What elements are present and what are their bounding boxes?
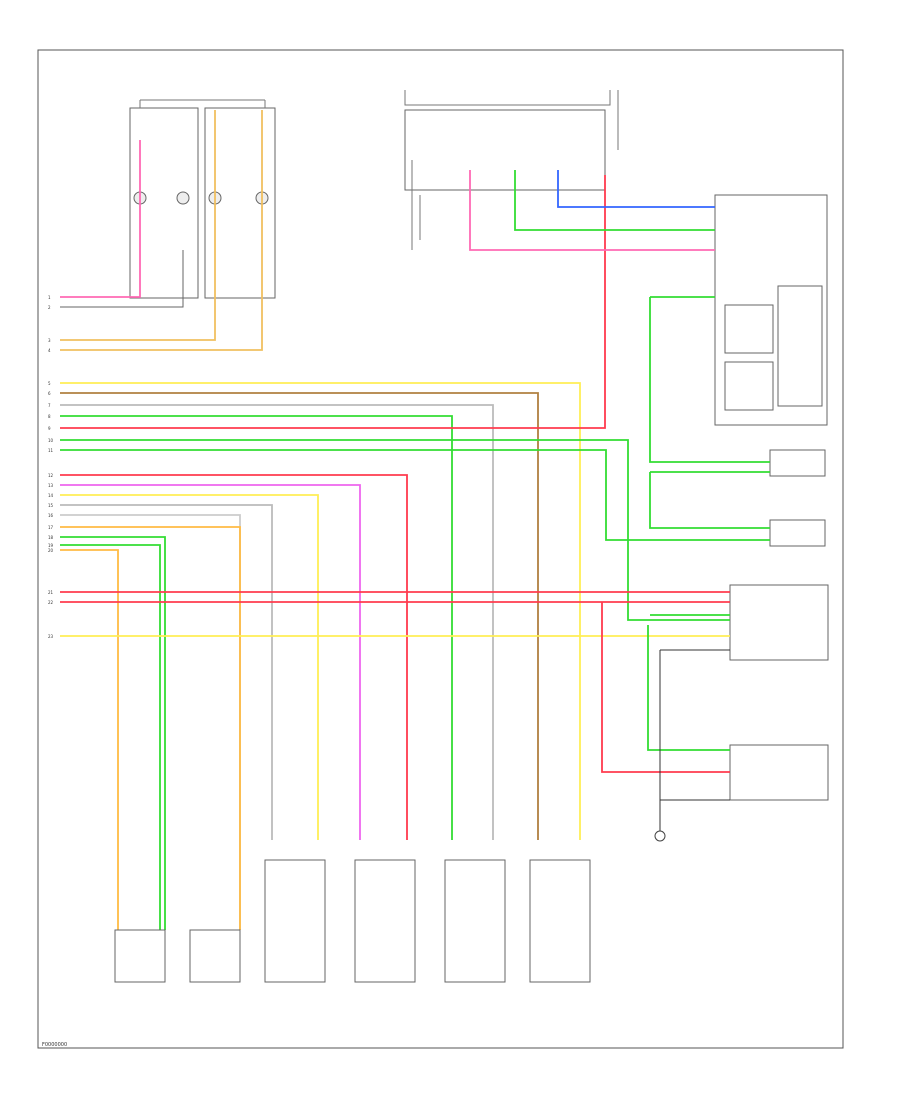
- cluster-sub-box-3: [777, 285, 823, 407]
- pin-label: 4: [48, 348, 51, 353]
- pin-label: 2: [48, 305, 51, 310]
- bottom-modules: [114, 859, 591, 983]
- driver-belt-pretensioner-box: [114, 929, 166, 983]
- pin-label: 21: [48, 590, 54, 595]
- connector-box-1: [769, 449, 826, 477]
- right-side-curtain-box: [444, 859, 506, 983]
- pin-label: 6: [48, 391, 51, 396]
- pin-label: 8: [48, 414, 51, 419]
- occupant-sensor-group: [404, 90, 619, 250]
- passenger-retractor-box: [264, 859, 326, 983]
- left-side-curtain-box: [529, 859, 591, 983]
- pin-label: 12: [48, 473, 54, 478]
- pin-label: 22: [48, 600, 54, 605]
- pin-label: 10: [48, 438, 54, 443]
- pin-label: 11: [48, 448, 54, 453]
- pin-label: 20: [48, 548, 54, 553]
- pin-label: 19: [48, 543, 54, 548]
- cluster-sub-box-2: [724, 361, 774, 411]
- pin-label: 23: [48, 634, 54, 639]
- seatbelt-switch-module-group: [129, 99, 276, 299]
- pin-label: 5: [48, 381, 51, 386]
- resistor-icon: [176, 191, 190, 205]
- diagram-code: F0000000: [42, 1042, 67, 1048]
- cluster-sub-box-1: [724, 304, 774, 354]
- pin-label: 1: [48, 295, 51, 300]
- pin-label: 18: [48, 535, 54, 540]
- right-modules: [654, 194, 829, 842]
- pin-label: 9: [48, 426, 51, 431]
- pin-label: 13: [48, 483, 54, 488]
- pin-label: 14: [48, 493, 54, 498]
- connector-box-2: [769, 519, 826, 547]
- side-impact-sensor-box: [729, 744, 829, 801]
- pin-label: 15: [48, 503, 54, 508]
- passenger-belt-pretensioner-box: [189, 929, 241, 983]
- restraints-control-module-box: [729, 584, 829, 661]
- pin-label: 17: [48, 525, 54, 530]
- pin-label: 16: [48, 513, 54, 518]
- pin-label: 3: [48, 338, 51, 343]
- pin-label: 7: [48, 403, 51, 408]
- occupant-sensor-box: [404, 109, 606, 191]
- ground-icon: [654, 830, 666, 842]
- wire-harness: [60, 110, 770, 930]
- pin-labels: 1 2 3 4 5 6 7 8 9 10 11 12 13 14 15 16 1…: [48, 295, 54, 639]
- driver-retractor-box: [354, 859, 416, 983]
- diagram-frame: [37, 49, 844, 1049]
